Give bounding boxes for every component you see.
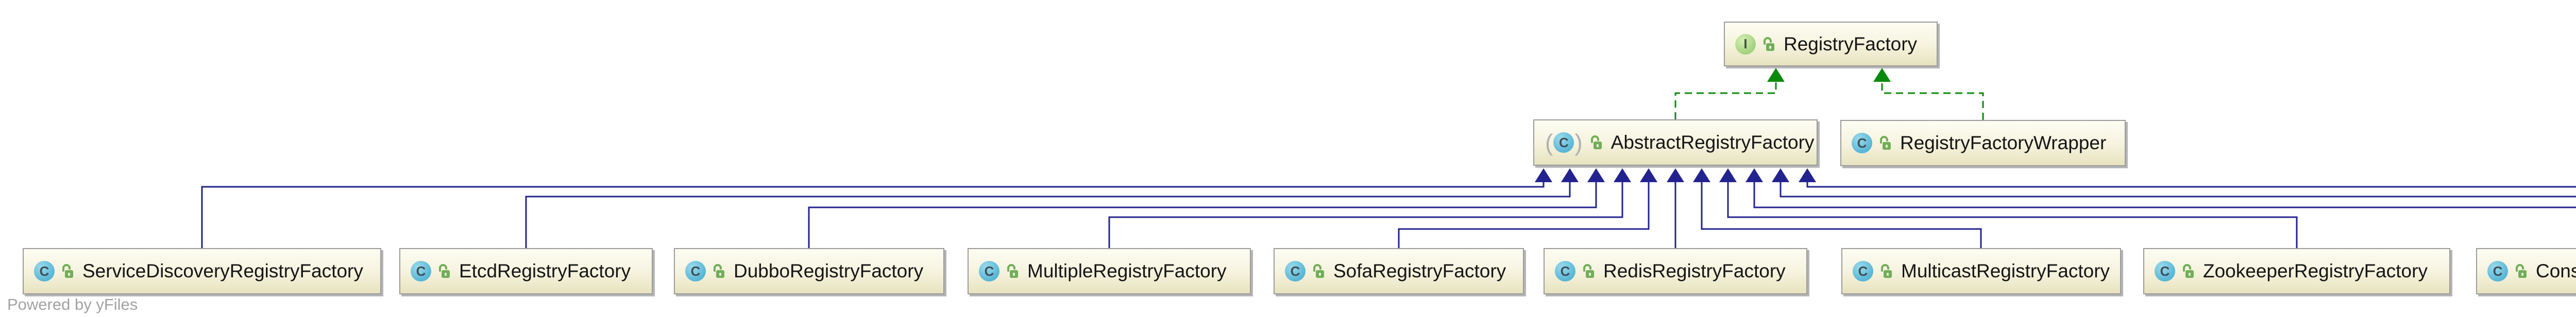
edge-multiple-to-abstract — [1108, 182, 1623, 248]
arrowhead-dubbo-to-abstract — [1587, 168, 1605, 182]
arrowhead-redis-to-abstract — [1667, 168, 1684, 182]
key-icon — [1764, 37, 1774, 51]
class-name-label: SofaRegistryFactory — [1333, 260, 1506, 281]
edge-sofa-to-abstract — [1398, 182, 1650, 248]
class-name-label: DubboRegistryFactory — [734, 260, 924, 281]
key-icon — [1583, 264, 1594, 278]
edge-nacos-to-abstract — [1806, 182, 2576, 188]
class-name-label: MulticastRegistryFactory — [1901, 260, 2110, 281]
class-icon: C — [2155, 261, 2175, 281]
class-node-registry-factory-wrapper[interactable]: C RegistryFactoryWrapper — [1840, 120, 2126, 166]
class-name-label: ZookeeperRegistryFactory — [2203, 260, 2428, 281]
class-name-label: RedisRegistryFactory — [1603, 260, 1786, 281]
class-icon: C — [685, 261, 706, 281]
class-icon: C — [1555, 261, 1575, 281]
class-name-label: AbstractRegistryFactory — [1611, 132, 1815, 153]
key-icon — [1880, 136, 1891, 150]
key-icon — [2516, 264, 2527, 278]
edge-abstract-to-registry-factory — [1674, 82, 1777, 119]
key-icon — [1313, 264, 1324, 278]
class-name-label: ServiceDiscoveryRegistryFactory — [82, 260, 363, 281]
edge-etcd-to-abstract — [525, 182, 1571, 248]
key-icon — [1590, 135, 1602, 149]
arrowhead-service-discovery-to-abstract — [1535, 168, 1552, 182]
edge-consul-to-abstract — [1753, 182, 2576, 208]
class-node-abstract-registry-factory[interactable]: (C) AbstractRegistryFactory — [1533, 119, 1818, 166]
arrowhead-consul-to-abstract — [1745, 168, 1763, 182]
arrowhead-sofa-to-abstract — [1640, 168, 1657, 182]
class-icon: C — [411, 261, 431, 281]
edge-service-discovery-to-abstract — [201, 182, 1545, 248]
key-icon — [1007, 264, 1018, 278]
edge-abstract-deprecated-to-abstract — [1780, 182, 2576, 198]
class-name-label: RegistryFactoryWrapper — [1900, 132, 2107, 153]
class-name-label: RegistryFactory — [1784, 33, 1918, 55]
class-icon: C — [34, 261, 55, 281]
class-icon: C — [2487, 261, 2508, 281]
arrowhead-multicast-to-abstract — [1693, 168, 1710, 182]
edge-dubbo-to-abstract — [808, 182, 1597, 248]
class-name-label: ConsulRegistryFactory — [2536, 260, 2576, 281]
class-node-consul-registry-factory[interactable]: C ConsulRegistryFactory — [2476, 248, 2576, 294]
class-icon: C — [979, 261, 999, 281]
class-icon: C — [1853, 261, 1873, 281]
arrowhead-nacos-to-abstract — [1799, 168, 1816, 182]
class-node-etcd-registry-factory[interactable]: C EtcdRegistryFactory — [399, 248, 653, 294]
key-icon — [2183, 264, 2194, 278]
arrowhead-multiple-to-abstract — [1614, 168, 1631, 182]
class-node-redis-registry-factory[interactable]: C RedisRegistryFactory — [1544, 248, 1807, 294]
class-node-service-discovery-registry-factory[interactable]: C ServiceDiscoveryRegistryFactory — [23, 248, 381, 294]
class-node-multicast-registry-factory[interactable]: C MulticastRegistryFactory — [1841, 248, 2121, 294]
interface-icon: I — [1735, 33, 1756, 55]
class-icon: C — [1553, 132, 1574, 153]
class-icon: C — [1285, 261, 1306, 281]
arrowhead-wrapper-to-registry-factory — [1873, 68, 1891, 82]
edge-multicast-to-abstract — [1701, 182, 1982, 248]
class-name-label: MultipleRegistryFactory — [1027, 260, 1227, 281]
key-icon — [62, 264, 73, 278]
abstract-class-icon: (C) — [1545, 129, 1583, 156]
class-name-label: EtcdRegistryFactory — [459, 260, 631, 281]
key-icon — [1881, 264, 1892, 278]
class-node-sofa-registry-factory[interactable]: C SofaRegistryFactory — [1274, 248, 1524, 294]
arrowhead-etcd-to-abstract — [1561, 168, 1579, 182]
key-icon — [439, 264, 450, 278]
arrowhead-abstract-to-registry-factory — [1767, 68, 1785, 82]
edge-wrapper-to-registry-factory — [1881, 82, 1984, 120]
edge-zookeeper-to-abstract — [1727, 182, 2298, 248]
class-node-multiple-registry-factory[interactable]: C MultipleRegistryFactory — [968, 248, 1251, 294]
powered-by-yfiles-label: Powered by yFiles — [7, 295, 138, 313]
class-node-registry-factory[interactable]: I RegistryFactory — [1724, 22, 1938, 66]
class-node-dubbo-registry-factory[interactable]: C DubboRegistryFactory — [674, 248, 944, 294]
arrowhead-zookeeper-to-abstract — [1719, 168, 1737, 182]
key-icon — [714, 264, 724, 278]
arrowhead-abstract-deprecated-to-abstract — [1772, 168, 1789, 182]
class-node-zookeeper-registry-factory[interactable]: C ZookeeperRegistryFactory — [2143, 248, 2450, 294]
class-icon: C — [1852, 133, 1872, 153]
